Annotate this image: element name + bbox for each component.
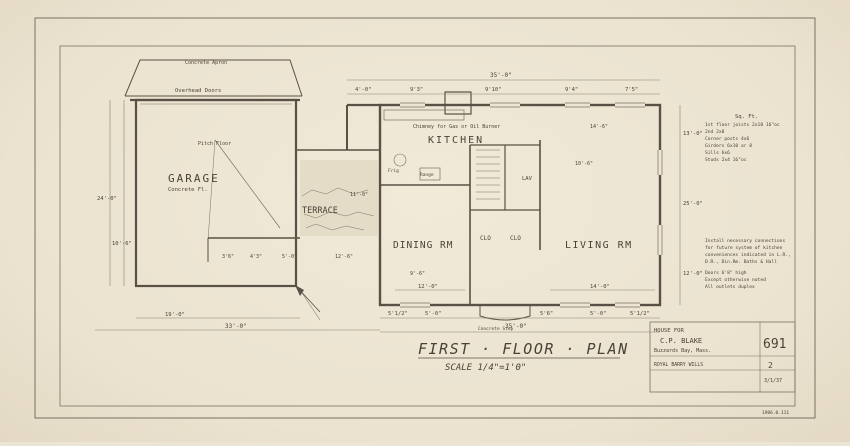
svg-text:for future system of kitchen: for future system of kitchen — [705, 245, 783, 251]
chimney — [444, 91, 472, 115]
house-walls — [346, 91, 663, 321]
drawing-title: FIRST · FLOOR · PLAN — [418, 340, 629, 358]
chimney-note: Chimney for Gas or Oil Burner — [413, 124, 500, 130]
misc-dimension-3: 5'-0" — [282, 254, 297, 260]
bottom-dimension-1: 5'1/2" — [388, 311, 408, 317]
dimension-lines — [95, 79, 681, 333]
archive-stamp: 1986.0.111 — [762, 410, 789, 416]
sheet-number: 691 — [763, 337, 786, 352]
kitchen-label: KITCHEN — [428, 135, 484, 146]
bottom-dimension-4: 5'-0" — [590, 311, 607, 317]
outer-border — [34, 17, 816, 419]
client-location: Buzzards Bay, Mass. — [654, 348, 711, 354]
svg-text:All outlets duplex: All outlets duplex — [705, 284, 755, 290]
top-dimension-1: 4'-0" — [355, 87, 372, 93]
inner-border — [59, 45, 796, 407]
client-name: C.P. BLAKE — [660, 337, 702, 345]
right-dimension-2: 25'-0" — [683, 201, 703, 207]
svg-text:1st floor joists 2x10 16"oc: 1st floor joists 2x10 16"oc — [705, 122, 780, 128]
garage-name: GARAGE — [168, 172, 220, 185]
heating-notes: Install necessary connections for future… — [705, 238, 791, 265]
svg-text:D.R., Din.Rm. Baths & Hall: D.R., Din.Rm. Baths & Hall — [705, 259, 777, 265]
garage-floor-label: Concrete Fl. — [168, 187, 208, 193]
svg-text:Corner posts 4x6: Corner posts 4x6 — [705, 136, 749, 142]
garage-depth-dimension: 24'-0" — [97, 196, 117, 202]
misc-dimension-1: 3'6" — [222, 254, 234, 260]
garage-side-dimension: 10'-6" — [112, 241, 132, 247]
closet-label-2: CLO — [510, 235, 521, 242]
terrace-label: TERRACE — [302, 206, 338, 216]
porch-note: Concrete Step — [478, 326, 514, 332]
svg-text:Girders 6x10 or 8: Girders 6x10 or 8 — [705, 143, 752, 149]
frig-label: Frig — [388, 168, 399, 174]
svg-text:Sills 6x6: Sills 6x6 — [705, 150, 730, 156]
terrace: TERRACE — [207, 149, 381, 262]
drawing-date: 3/1/37 — [764, 378, 782, 384]
dining-width-dimension: 12'-0" — [418, 284, 438, 290]
misc-dimension-2: 4'3" — [250, 254, 262, 260]
misc-dimension-7: 10'-6" — [575, 161, 593, 167]
garage-width-dimension: 19'-0" — [165, 312, 185, 318]
svg-text:Studs 2x4 16"oc: Studs 2x4 16"oc — [705, 157, 747, 163]
svg-text:Install necessary connections: Install necessary connections — [705, 238, 785, 244]
dining-room-label: DINING RM — [393, 240, 453, 251]
title-block: HOUSE FOR C.P. BLAKE Buzzards Bay, Mass.… — [649, 321, 796, 393]
svg-text:2nd 2x8: 2nd 2x8 — [705, 129, 725, 135]
living-room-label: LIVING RM — [565, 240, 633, 251]
house-for-label: HOUSE FOR — [654, 328, 684, 334]
top-dimension-2: 9'3" — [410, 87, 423, 93]
bottom-dimension-5: 5'1/2" — [630, 311, 650, 317]
bottom-dimension-2: 5'-0" — [425, 311, 442, 317]
drawing-scale: SCALE 1/4"=1'0" — [445, 363, 526, 373]
misc-dimension-4: 12'-6" — [335, 254, 353, 260]
misc-dimension-6: 14'-6" — [590, 124, 608, 130]
garage-bottom-dimension: 33'-0" — [225, 323, 247, 330]
garage-apron-label: Concrete Apron — [185, 60, 227, 66]
spec-notes: Sq. Ft. 1st floor joists 2x10 16"oc 2nd … — [705, 114, 780, 163]
door-notes: Doors 6'8" high Except otherwise noted A… — [705, 270, 766, 290]
overall-bottom-dimension: 35'-0" — [505, 323, 527, 330]
misc-dimension-5: 11'-0" — [350, 192, 368, 198]
right-dimension-3: 12'-0" — [683, 271, 703, 277]
svg-text:Except otherwise noted: Except otherwise noted — [705, 277, 766, 283]
north-arrow-icon — [294, 284, 321, 313]
svg-text:Doors 6'8" high: Doors 6'8" high — [705, 270, 747, 276]
top-dimension-4: 9'4" — [565, 87, 578, 93]
misc-dimension-8: 9'-6" — [410, 271, 425, 277]
svg-text:Sq. Ft.: Sq. Ft. — [735, 114, 758, 120]
range-label: Range — [420, 172, 434, 178]
garage: Concrete Apron Overhead Doors Pitch Floo… — [124, 59, 303, 288]
overall-top-dimension: 35'-0" — [490, 72, 512, 79]
drawing-number: 2 — [768, 361, 773, 370]
lav-label: LAV — [522, 176, 533, 182]
top-dimension-3: 9'10" — [485, 87, 502, 93]
garage-doors-label: Overhead Doors — [175, 88, 221, 94]
garage-pitch-label: Pitch Floor — [198, 141, 231, 147]
top-dimension-5: 7'5" — [625, 87, 638, 93]
bottom-dimension-3: 5'6" — [540, 311, 553, 317]
closet-label-1: CLO — [480, 235, 491, 242]
svg-text:conveniences indicated in L.R.: conveniences indicated in L.R., — [705, 252, 791, 258]
architect-name: ROYAL BARRY WILLS — [654, 362, 703, 368]
living-width-dimension: 14'-0" — [590, 284, 610, 290]
right-dimension-1: 13'-0" — [683, 131, 703, 137]
